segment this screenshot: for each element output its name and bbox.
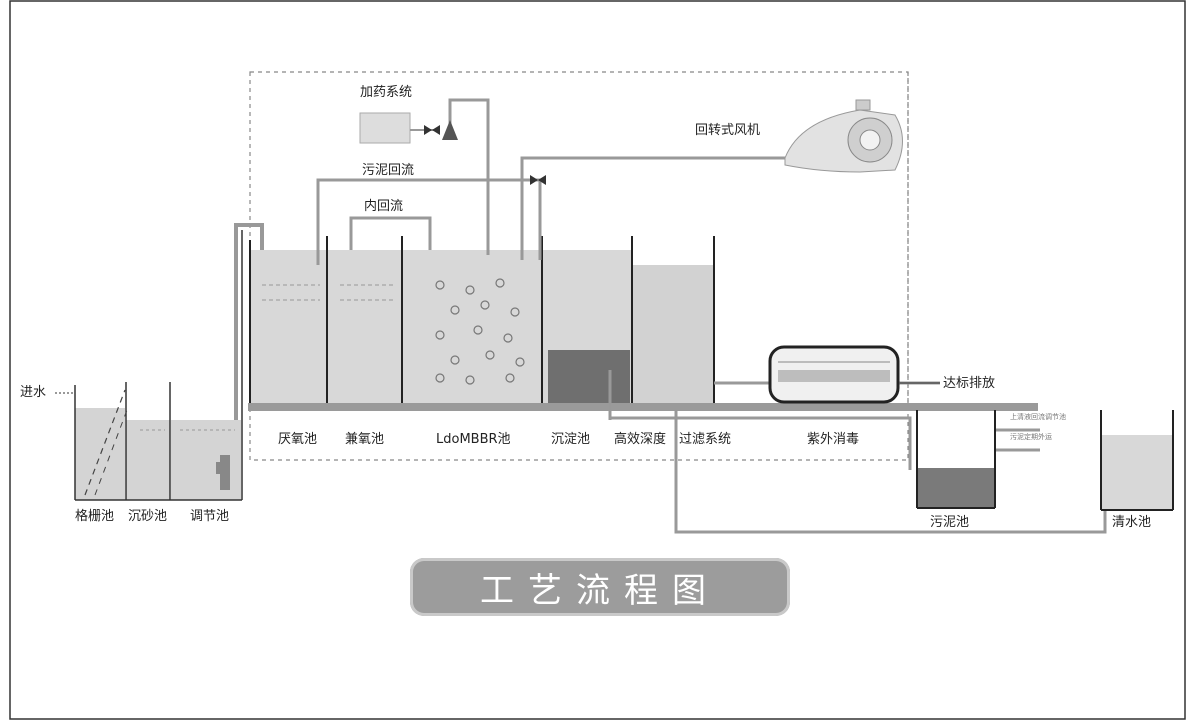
title-banner: 工艺流程图 xyxy=(410,558,790,616)
label-filtration-system: 过滤系统 xyxy=(679,432,732,447)
label-inlet: 进水 xyxy=(20,385,47,400)
dosing-pump-icon xyxy=(442,120,458,140)
pump-icon xyxy=(220,455,230,490)
label-discharge: 达标排放 xyxy=(943,376,996,391)
dosing-tank xyxy=(359,112,411,144)
label-anaerobic-tank: 厌氧池 xyxy=(278,432,318,447)
uv-unit xyxy=(768,345,900,404)
valve-icon xyxy=(530,175,538,185)
base-platform xyxy=(248,403,1038,411)
label-uv-disinfection: 紫外消毒 xyxy=(807,432,860,447)
banner-title: 工艺流程图 xyxy=(480,570,720,611)
label-sludge-tank: 污泥池 xyxy=(930,515,970,530)
page-border xyxy=(9,0,1186,720)
return-pipes xyxy=(316,98,1107,534)
bio-tanks xyxy=(249,236,715,420)
label-dosing-system: 加药系统 xyxy=(360,85,413,100)
valve-icon xyxy=(424,125,432,135)
blower-icon xyxy=(784,99,903,173)
settled-sludge xyxy=(548,350,630,403)
label-sludge-return: 污泥回流 xyxy=(362,163,415,178)
label-bar-screen: 格栅池 xyxy=(75,509,115,524)
label-internal-return: 内回流 xyxy=(364,199,404,214)
clear-water-tank xyxy=(1100,410,1174,511)
label-advanced-treatment: 高效深度 xyxy=(614,432,667,447)
label-note-sludge-out: 污泥定期外运 xyxy=(1010,433,1052,441)
pretreatment-tanks xyxy=(74,223,264,501)
label-note-supernatant: 上清液回流调节池 xyxy=(1010,413,1066,421)
label-equalization-tank: 调节池 xyxy=(190,509,230,524)
label-mbbr-tank: LdoMBBR池 xyxy=(436,432,511,447)
label-blower: 回转式风机 xyxy=(695,123,761,138)
label-grit-chamber: 沉砂池 xyxy=(128,509,168,524)
label-anoxic-tank: 兼氧池 xyxy=(345,432,385,447)
sludge-tank xyxy=(916,410,996,509)
label-clear-water-tank: 清水池 xyxy=(1112,515,1152,530)
label-settling-tank: 沉淀池 xyxy=(551,432,591,447)
mbbr-carrier-bubbles xyxy=(435,278,525,385)
